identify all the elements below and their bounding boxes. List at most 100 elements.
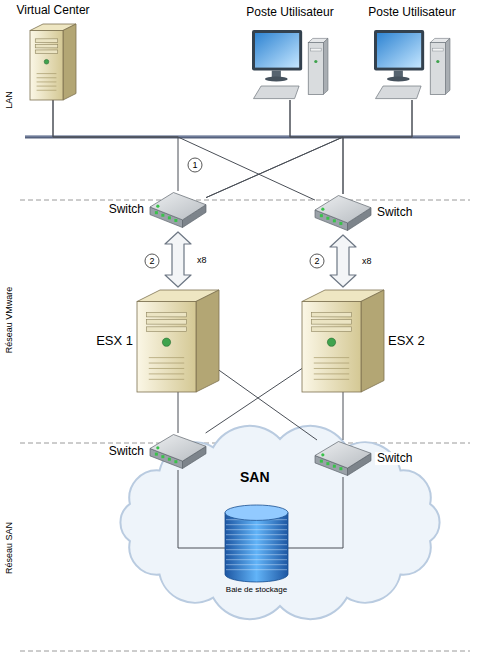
switch-port — [155, 453, 158, 456]
drive-bay — [311, 327, 351, 332]
storage-stripe — [226, 564, 287, 565]
multiplicity-label: x8 — [196, 254, 208, 264]
monitor-screen — [255, 33, 299, 68]
server-side — [361, 290, 384, 392]
storage-stripe — [226, 554, 287, 555]
switch-port — [326, 217, 329, 220]
esx-server-node: ESX 1 — [137, 290, 219, 392]
network-link — [206, 100, 412, 198]
network-link — [53, 100, 178, 191]
pc-tower-side — [323, 38, 328, 94]
band-separator — [20, 651, 470, 652]
vent-line — [149, 373, 184, 374]
vent-line — [314, 363, 349, 364]
node-label: Switch — [375, 452, 414, 466]
storage-node: Baie de stockage — [225, 505, 288, 582]
vent-line — [149, 379, 184, 380]
node-icon — [252, 30, 328, 100]
vent-line — [149, 368, 184, 369]
power-light — [327, 338, 335, 346]
node-icon — [150, 191, 206, 229]
vent-line — [37, 86, 57, 87]
switch-port — [168, 216, 171, 219]
pc-tower-side — [445, 38, 450, 94]
pc-tower-front — [308, 43, 323, 95]
drive-bay — [146, 320, 186, 325]
switch-port — [320, 460, 323, 463]
vent-line — [37, 73, 57, 74]
drive-bay — [35, 50, 57, 53]
callout-circle — [310, 254, 324, 268]
switch-node: Switch — [315, 194, 371, 232]
vent-line — [149, 363, 184, 364]
pc-drive — [433, 48, 444, 51]
workstation-node: Poste Utilisateur — [252, 30, 328, 100]
storage-stripe — [226, 539, 287, 540]
band-label: LAN — [4, 91, 14, 109]
storage-stripe — [226, 524, 287, 525]
node-icon — [137, 290, 219, 392]
keyboard — [376, 86, 422, 99]
pc-tower-front — [430, 43, 445, 95]
vent-line — [37, 77, 57, 78]
band-label: Réseau VMware — [4, 287, 14, 354]
node-label: Switch — [107, 203, 146, 217]
drive-bay — [35, 44, 57, 47]
node-label: Poste Utilisateur — [246, 6, 333, 20]
cloud-outline — [120, 426, 439, 619]
switch-light — [156, 205, 159, 208]
network-link — [206, 368, 302, 433]
monitor-screen — [377, 33, 421, 68]
vent-line — [149, 357, 184, 358]
network-link — [206, 100, 343, 198]
node-icon — [150, 433, 206, 470]
server-front — [30, 31, 63, 101]
server-front — [137, 302, 196, 393]
network-link — [53, 100, 315, 200]
callout-number: 2 — [314, 256, 319, 266]
power-light — [162, 338, 170, 346]
switch-top — [150, 435, 206, 462]
drive-bay — [311, 312, 351, 317]
switch-port — [161, 455, 164, 458]
switch-port — [161, 214, 164, 217]
vent-line — [37, 90, 57, 91]
node-label: Poste Utilisateur — [368, 6, 455, 20]
switch-node: Switch — [315, 440, 371, 477]
node-label: SAN — [240, 469, 270, 485]
node-icon — [302, 290, 384, 392]
drive-bay — [146, 327, 186, 332]
switch-light — [321, 453, 324, 456]
node-icon — [315, 194, 371, 232]
storage-body — [225, 513, 288, 582]
node-label: Baie de stockage — [226, 585, 287, 594]
monitor-frame — [252, 30, 302, 71]
storage-stripe — [226, 529, 287, 530]
san-cloud: SAN Switch SwitchBaie de stockage — [112, 425, 448, 620]
switch-light — [321, 208, 324, 211]
drive-bay — [146, 312, 186, 317]
callout-number: 2 — [149, 256, 154, 266]
storage-top — [225, 505, 288, 520]
switch-port — [174, 460, 177, 463]
server-front — [302, 302, 361, 393]
pc-light — [314, 60, 317, 63]
server-side — [63, 24, 76, 100]
band-label: Réseau SAN — [4, 522, 14, 574]
switch-node: Switch — [150, 191, 206, 229]
monitor-neck — [394, 71, 403, 78]
network-link — [343, 100, 412, 194]
switch-port — [339, 222, 342, 225]
switch-port — [339, 467, 342, 470]
storage-stripe — [226, 534, 287, 535]
server-side — [196, 290, 219, 392]
switch-port — [333, 219, 336, 222]
network-link — [290, 100, 343, 194]
storage-stripe — [226, 559, 287, 560]
switch-port — [333, 465, 336, 468]
band-separators — [20, 200, 470, 651]
node-icon — [374, 30, 450, 100]
callout-number: 1 — [192, 160, 197, 170]
monitor-neck — [272, 71, 281, 78]
